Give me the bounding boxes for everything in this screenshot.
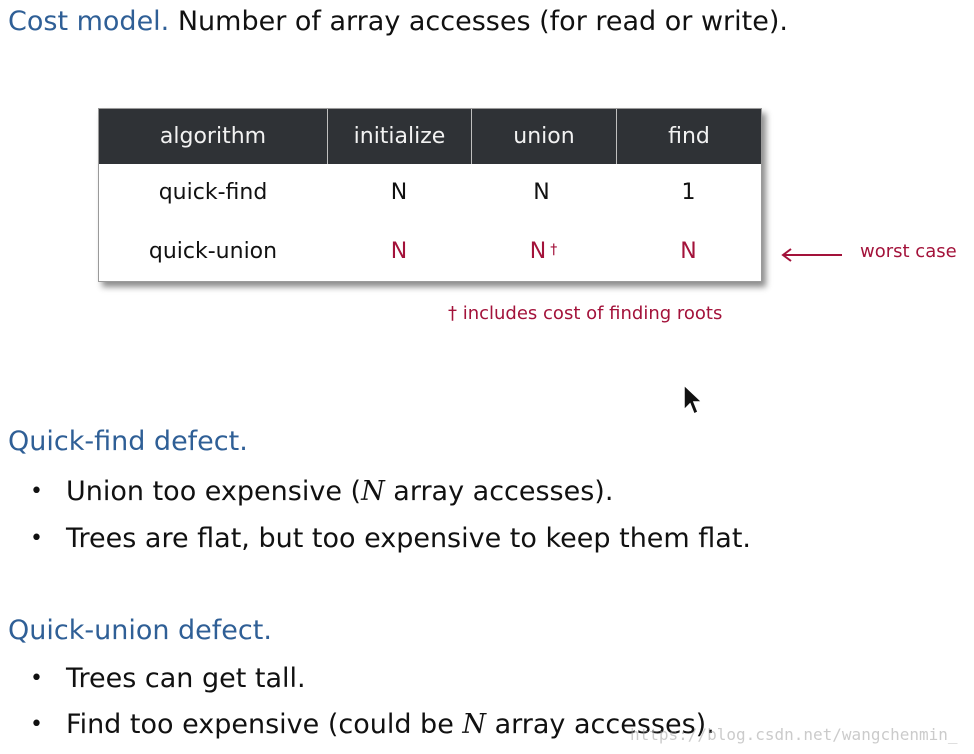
cost-model-description: Number of array accesses (for read or wr… [177, 6, 788, 37]
bullet-text-n: N [361, 476, 385, 507]
cell-algorithm: quick-union [148, 239, 278, 264]
cell-union-mark: † [550, 242, 558, 258]
bullet-text: Trees are flat, but too expensive to kee… [66, 523, 752, 554]
table-header: algorithm initialize union find [99, 109, 761, 164]
bullet-icon: • [30, 712, 43, 737]
cell-algorithm: quick-find [158, 180, 268, 205]
bullet-text-pre: Find too expensive (could be [66, 709, 463, 740]
cell-initialize: N [390, 239, 408, 264]
bullet-icon: • [30, 479, 43, 504]
arrow-left-icon [781, 248, 842, 262]
list-item: • Union too expensive (N array accesses). [30, 476, 613, 507]
cost-model-line: Cost model. Number of array accesses (fo… [8, 6, 788, 37]
bullet-text-pre: Union too expensive ( [66, 476, 362, 507]
cell-union: N† [471, 232, 616, 272]
quick-union-title: Quick-union defect. [8, 615, 272, 646]
list-item: • Trees are flat, but too expensive to ke… [30, 523, 751, 554]
list-item: • Find too expensive (could be N array ac… [30, 709, 715, 740]
worst-case-label: worst case [860, 241, 957, 262]
header-algorithm: algorithm [159, 124, 267, 149]
cell-union: N [471, 173, 616, 213]
bullet-text-post: array accesses). [384, 476, 614, 507]
cell-union-value: N [533, 180, 550, 205]
table-footnote: † includes cost of finding roots [448, 303, 723, 324]
bullet-text: Trees can get tall. [66, 663, 306, 694]
bullet-text-n: N [462, 709, 487, 740]
quick-find-title: Quick-find defect. [8, 426, 248, 457]
cell-initialize: N [390, 180, 408, 205]
cost-table: algorithm initialize union find quick-fi… [98, 108, 762, 282]
cell-find: N [680, 239, 697, 264]
watermark: https://blog.csdn.net/wangchenmin_ [630, 725, 958, 744]
cost-model-label: Cost model. [8, 6, 170, 37]
bullet-text-post: array accesses). [486, 709, 715, 740]
mouse-cursor-icon [683, 384, 704, 416]
list-item: • Trees can get tall. [30, 663, 306, 694]
header-find: find [616, 109, 761, 164]
bullet-icon: • [30, 666, 43, 691]
header-union: union [471, 109, 616, 164]
header-initialize: initialize [327, 109, 471, 164]
cell-find: 1 [681, 180, 696, 205]
cell-union-value: N [529, 239, 547, 264]
bullet-icon: • [30, 526, 43, 551]
